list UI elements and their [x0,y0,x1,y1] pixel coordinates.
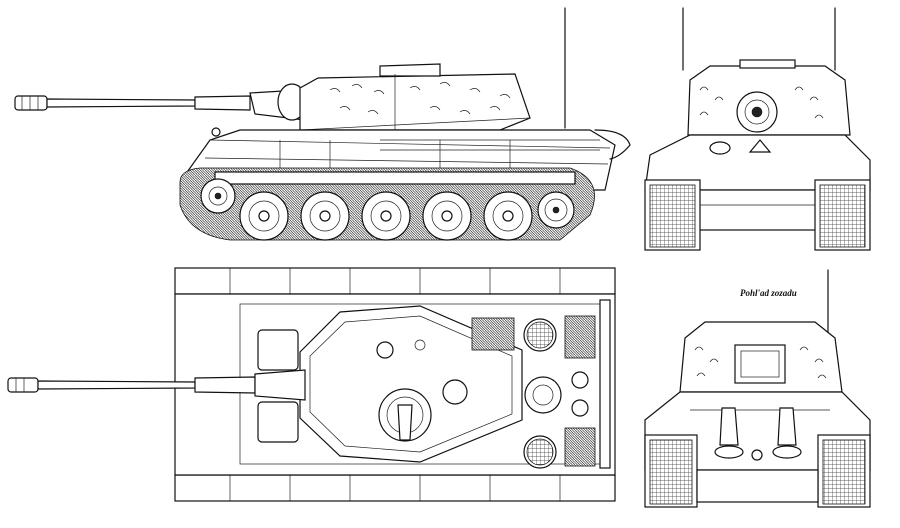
side-gun [14,83,307,121]
top-engine-access [524,376,562,414]
rear-exhaust-left [719,407,739,446]
top-driver-hatch [257,329,299,371]
top-radio-hatch [257,401,299,443]
top-engine-grille-left [471,317,515,351]
rear-view: Pohl'ad zozadu [644,269,871,508]
top-fender-lower [174,474,616,502]
top-gun [7,369,306,401]
front-view [644,7,871,251]
side-view [14,7,631,241]
top-turret [299,305,523,463]
top-view [7,267,616,502]
rear-exhaust-right [777,407,797,446]
rear-view-label: Pohl'ad zozadu [740,288,797,298]
top-fender-upper [174,267,616,295]
side-roadwheels [200,178,575,241]
side-turret [299,63,531,131]
